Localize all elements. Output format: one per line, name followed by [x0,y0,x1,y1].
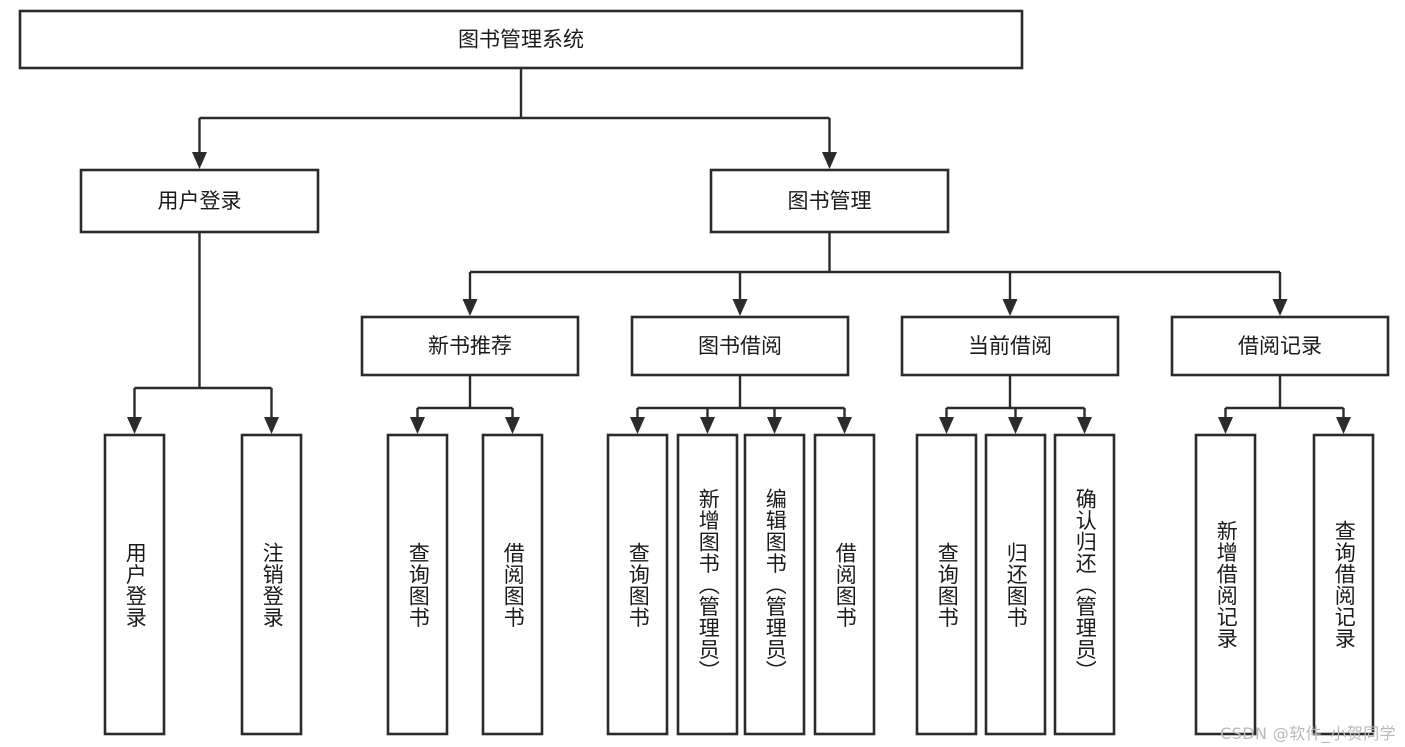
node-box-leaf-borrow-edit-book[interactable] [743,433,806,736]
node-box-current-borrow[interactable] [900,315,1120,377]
arrow-head-icon [630,417,645,434]
node-leaf-rec-borrow-book[interactable] [481,433,544,736]
node-leaf-current-return-book[interactable] [984,433,1047,736]
arrow-head-icon [410,417,425,434]
node-box-leaf-borrow-query-book[interactable] [606,433,669,736]
arrow-head-icon [1336,417,1351,434]
arrow-head-icon [462,299,478,316]
arrow-head-icon [505,417,520,434]
connector-group-book-manage [462,232,1288,316]
node-leaf-user-logout[interactable] [240,433,303,736]
arrow-head-icon [264,417,279,434]
node-box-leaf-current-return-book[interactable] [984,433,1047,736]
node-box-root[interactable] [18,9,1024,70]
node-label-new-book-rec: 新书推荐 [428,334,512,358]
node-box-leaf-borrow-borrow-book[interactable] [813,433,876,736]
connector-group-book-borrow [630,375,852,434]
node-box-borrow-record[interactable] [1170,315,1390,377]
connector-group-current-borrow [939,375,1092,434]
arrow-head-icon [837,417,852,434]
watermark-text: CSDN @软件_小贺同学 [1220,724,1396,743]
node-box-leaf-rec-borrow-book[interactable] [481,433,544,736]
arrow-head-icon [127,417,142,434]
node-leaf-borrow-query-book[interactable] [606,433,669,736]
node-box-leaf-user-login[interactable] [103,433,166,736]
node-box-leaf-rec-query-book[interactable] [386,433,449,736]
node-leaf-record-add[interactable] [1194,433,1257,736]
node-book-borrow[interactable]: 图书借阅 [630,315,850,377]
connector-group-root [192,68,837,169]
node-leaf-borrow-edit-book[interactable] [743,433,806,736]
connector-layer [127,68,1351,434]
node-current-borrow[interactable]: 当前借阅 [900,315,1120,377]
arrow-head-icon [1077,417,1092,434]
node-label-user-login: 用户登录 [158,189,242,213]
arrow-head-icon [192,152,207,169]
arrow-head-icon [939,417,954,434]
node-box-book-manage[interactable] [709,168,950,234]
arrow-head-icon [732,299,748,316]
arrow-head-icon [1272,299,1288,316]
node-box-leaf-current-confirm-return[interactable] [1053,433,1116,736]
node-user-login[interactable]: 用户登录 [79,168,320,234]
node-leaf-record-query[interactable] [1312,433,1375,736]
arrow-head-icon [1002,299,1018,316]
node-label-book-borrow: 图书借阅 [698,334,782,358]
node-box-leaf-borrow-add-book[interactable] [676,433,739,736]
node-box-leaf-record-query[interactable] [1312,433,1375,736]
connector-group-user-login [127,232,279,434]
node-leaf-borrow-borrow-book[interactable] [813,433,876,736]
arrow-head-icon [767,417,782,434]
node-root[interactable]: 图书管理系统 [18,9,1024,70]
node-leaf-rec-query-book[interactable] [386,433,449,736]
arrow-head-icon [700,417,715,434]
node-label-book-manage: 图书管理 [788,189,872,213]
node-leaf-current-confirm-return[interactable] [1053,433,1116,736]
connector-group-borrow-record [1218,375,1351,434]
node-borrow-record[interactable]: 借阅记录 [1170,315,1390,377]
node-box-leaf-current-query-book[interactable] [915,433,978,736]
node-book-manage[interactable]: 图书管理 [709,168,950,234]
node-box-new-book-rec[interactable] [360,315,580,377]
node-label-borrow-record: 借阅记录 [1238,334,1322,358]
arrow-head-icon [822,152,837,169]
connector-group-new-book-rec [410,375,520,434]
node-box-user-login[interactable] [79,168,320,234]
node-leaf-user-login[interactable] [103,433,166,736]
node-leaf-borrow-add-book[interactable] [676,433,739,736]
node-box-leaf-record-add[interactable] [1194,433,1257,736]
arrow-head-icon [1008,417,1023,434]
node-box-leaf-user-logout[interactable] [240,433,303,736]
node-new-book-rec[interactable]: 新书推荐 [360,315,580,377]
node-label-root: 图书管理系统 [458,28,584,52]
node-box-book-borrow[interactable] [630,315,850,377]
arrow-head-icon [1218,417,1233,434]
node-label-current-borrow: 当前借阅 [968,334,1052,358]
node-leaf-current-query-book[interactable] [915,433,978,736]
